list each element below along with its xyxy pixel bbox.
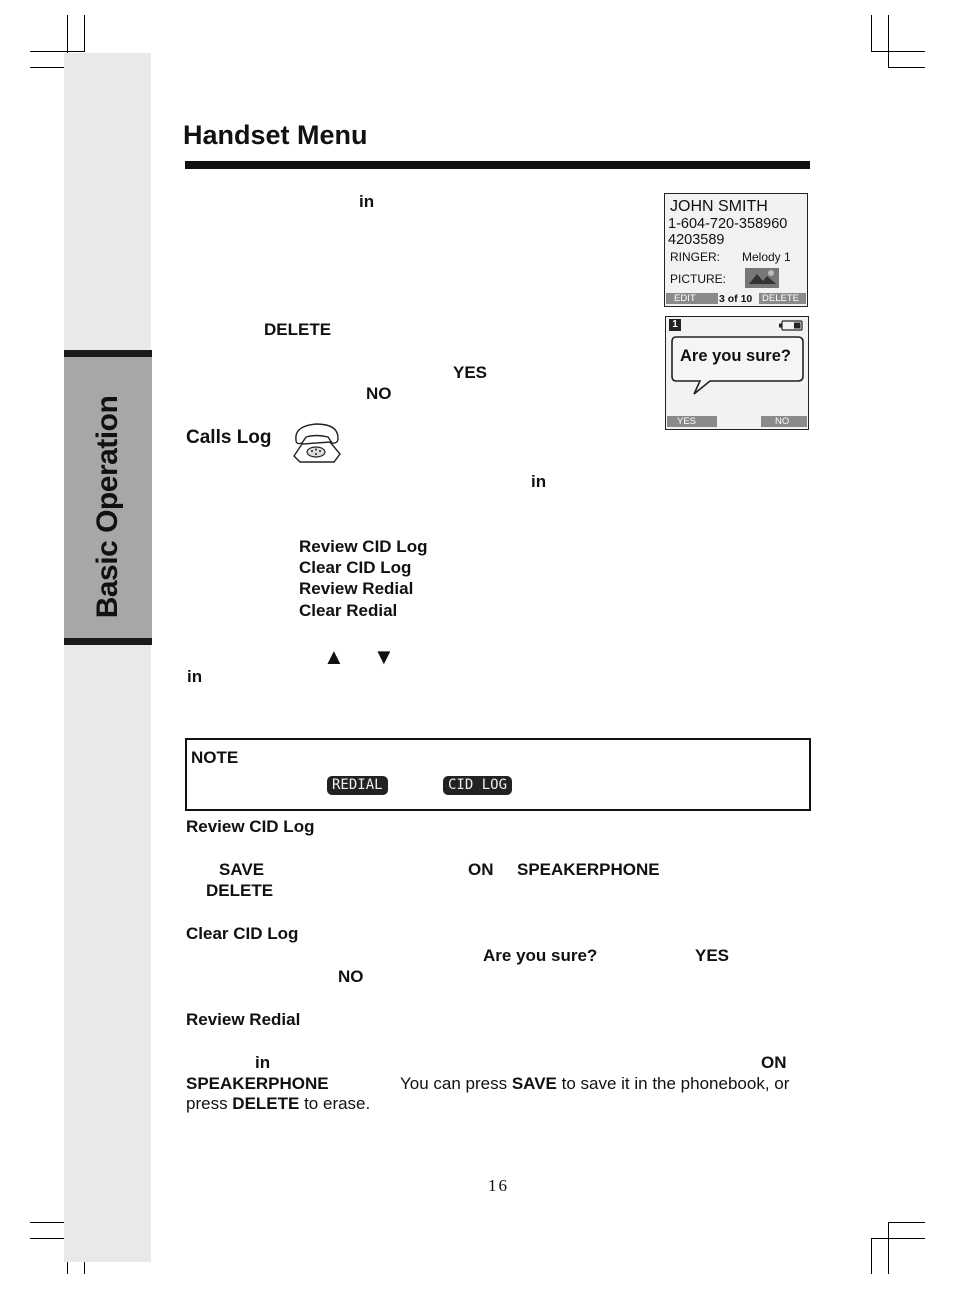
text-fragment: press xyxy=(186,1094,233,1113)
lcd-delete-softkey: DELETE xyxy=(759,293,806,304)
menu-item-review-cid-log: Review CID Log xyxy=(299,537,428,556)
picture-thumbnail-icon xyxy=(745,268,779,288)
section-tab xyxy=(64,350,152,645)
up-arrow-icon: ▲ xyxy=(323,644,345,669)
text-on-2: ON xyxy=(761,1053,787,1072)
menu-item-review-redial: Review Redial xyxy=(299,579,414,598)
title-rule xyxy=(185,161,810,169)
lcd-contact-screen: JOHN SMITH 1-604-720-358960 4203589 RING… xyxy=(664,193,808,307)
lcd-contact-name: JOHN SMITH xyxy=(670,198,768,215)
lcd-confirm-text: Are you sure? xyxy=(680,347,791,365)
text-yes: YES xyxy=(453,363,488,382)
text-in: in xyxy=(359,192,375,211)
down-arrow-icon: ▼ xyxy=(373,644,395,669)
speech-bubble-icon xyxy=(671,336,804,395)
lcd-no-softkey: NO xyxy=(761,416,807,427)
lcd-confirm-screen: 1 Are you sure? YES NO xyxy=(665,316,809,430)
note-box xyxy=(185,738,811,811)
lcd-edit-softkey: EDIT xyxy=(666,293,718,304)
text-in-4: in xyxy=(255,1053,271,1072)
menu-item-clear-redial: Clear Redial xyxy=(299,601,398,620)
lcd-yes-softkey: YES xyxy=(667,416,717,427)
page-title: Handset Menu xyxy=(183,120,368,150)
text-no-2: NO xyxy=(338,967,364,986)
text-speakerphone-2: SPEAKERPHONE xyxy=(186,1074,329,1093)
redial-instruction-line-1: You can press SAVE to save it in the pho… xyxy=(400,1074,789,1094)
sidebar-background xyxy=(64,53,151,1262)
lcd-contact-number-2: 4203589 xyxy=(668,232,725,248)
redial-lcd-icon: REDIAL xyxy=(327,776,388,795)
text-save-2: SAVE xyxy=(511,1074,557,1093)
clear-cid-log-heading: Clear CID Log xyxy=(186,924,299,943)
lcd-entry-counter: 3 of 10 xyxy=(719,293,753,305)
text-in-3: in xyxy=(187,667,203,686)
text-on: ON xyxy=(468,860,494,879)
text-save: SAVE xyxy=(219,860,265,879)
lcd-ringer-label: RINGER: xyxy=(670,250,721,264)
review-redial-heading: Review Redial xyxy=(186,1010,301,1029)
section-tab-label: Basic Operation xyxy=(91,395,124,619)
lcd-contact-number: 1-604-720-358960 xyxy=(668,216,788,232)
redial-instruction-line-2: press DELETE to erase. xyxy=(186,1094,370,1114)
telephone-icon xyxy=(293,423,341,463)
cid-log-lcd-icon: CID LOG xyxy=(443,776,513,795)
text-delete-2: DELETE xyxy=(206,881,274,900)
lcd-picture-label: PICTURE: xyxy=(670,272,727,286)
text-speakerphone: SPEAKERPHONE xyxy=(517,860,660,879)
tab-bottom-line xyxy=(64,638,152,645)
page-number: 16 xyxy=(488,1176,509,1195)
lcd-handset-number: 1 xyxy=(669,319,681,331)
text-are-you-sure: Are you sure? xyxy=(483,946,598,965)
text-in-2: in xyxy=(531,472,547,491)
lcd-ringer-value: Melody 1 xyxy=(742,250,791,264)
text-yes-2: YES xyxy=(695,946,730,965)
note-label: NOTE xyxy=(191,748,239,767)
battery-icon xyxy=(779,320,803,331)
text-fragment: to erase. xyxy=(299,1094,371,1113)
text-fragment: to save it in the phonebook, or xyxy=(556,1074,790,1093)
calls-log-heading: Calls Log xyxy=(186,427,272,448)
menu-item-clear-cid-log: Clear CID Log xyxy=(299,558,412,577)
text-delete-3: DELETE xyxy=(232,1094,300,1113)
text-delete: DELETE xyxy=(264,320,332,339)
tab-top-line xyxy=(64,350,152,357)
review-cid-log-heading: Review CID Log xyxy=(186,817,315,836)
text-fragment: You can press xyxy=(400,1074,512,1093)
text-no: NO xyxy=(366,384,392,403)
